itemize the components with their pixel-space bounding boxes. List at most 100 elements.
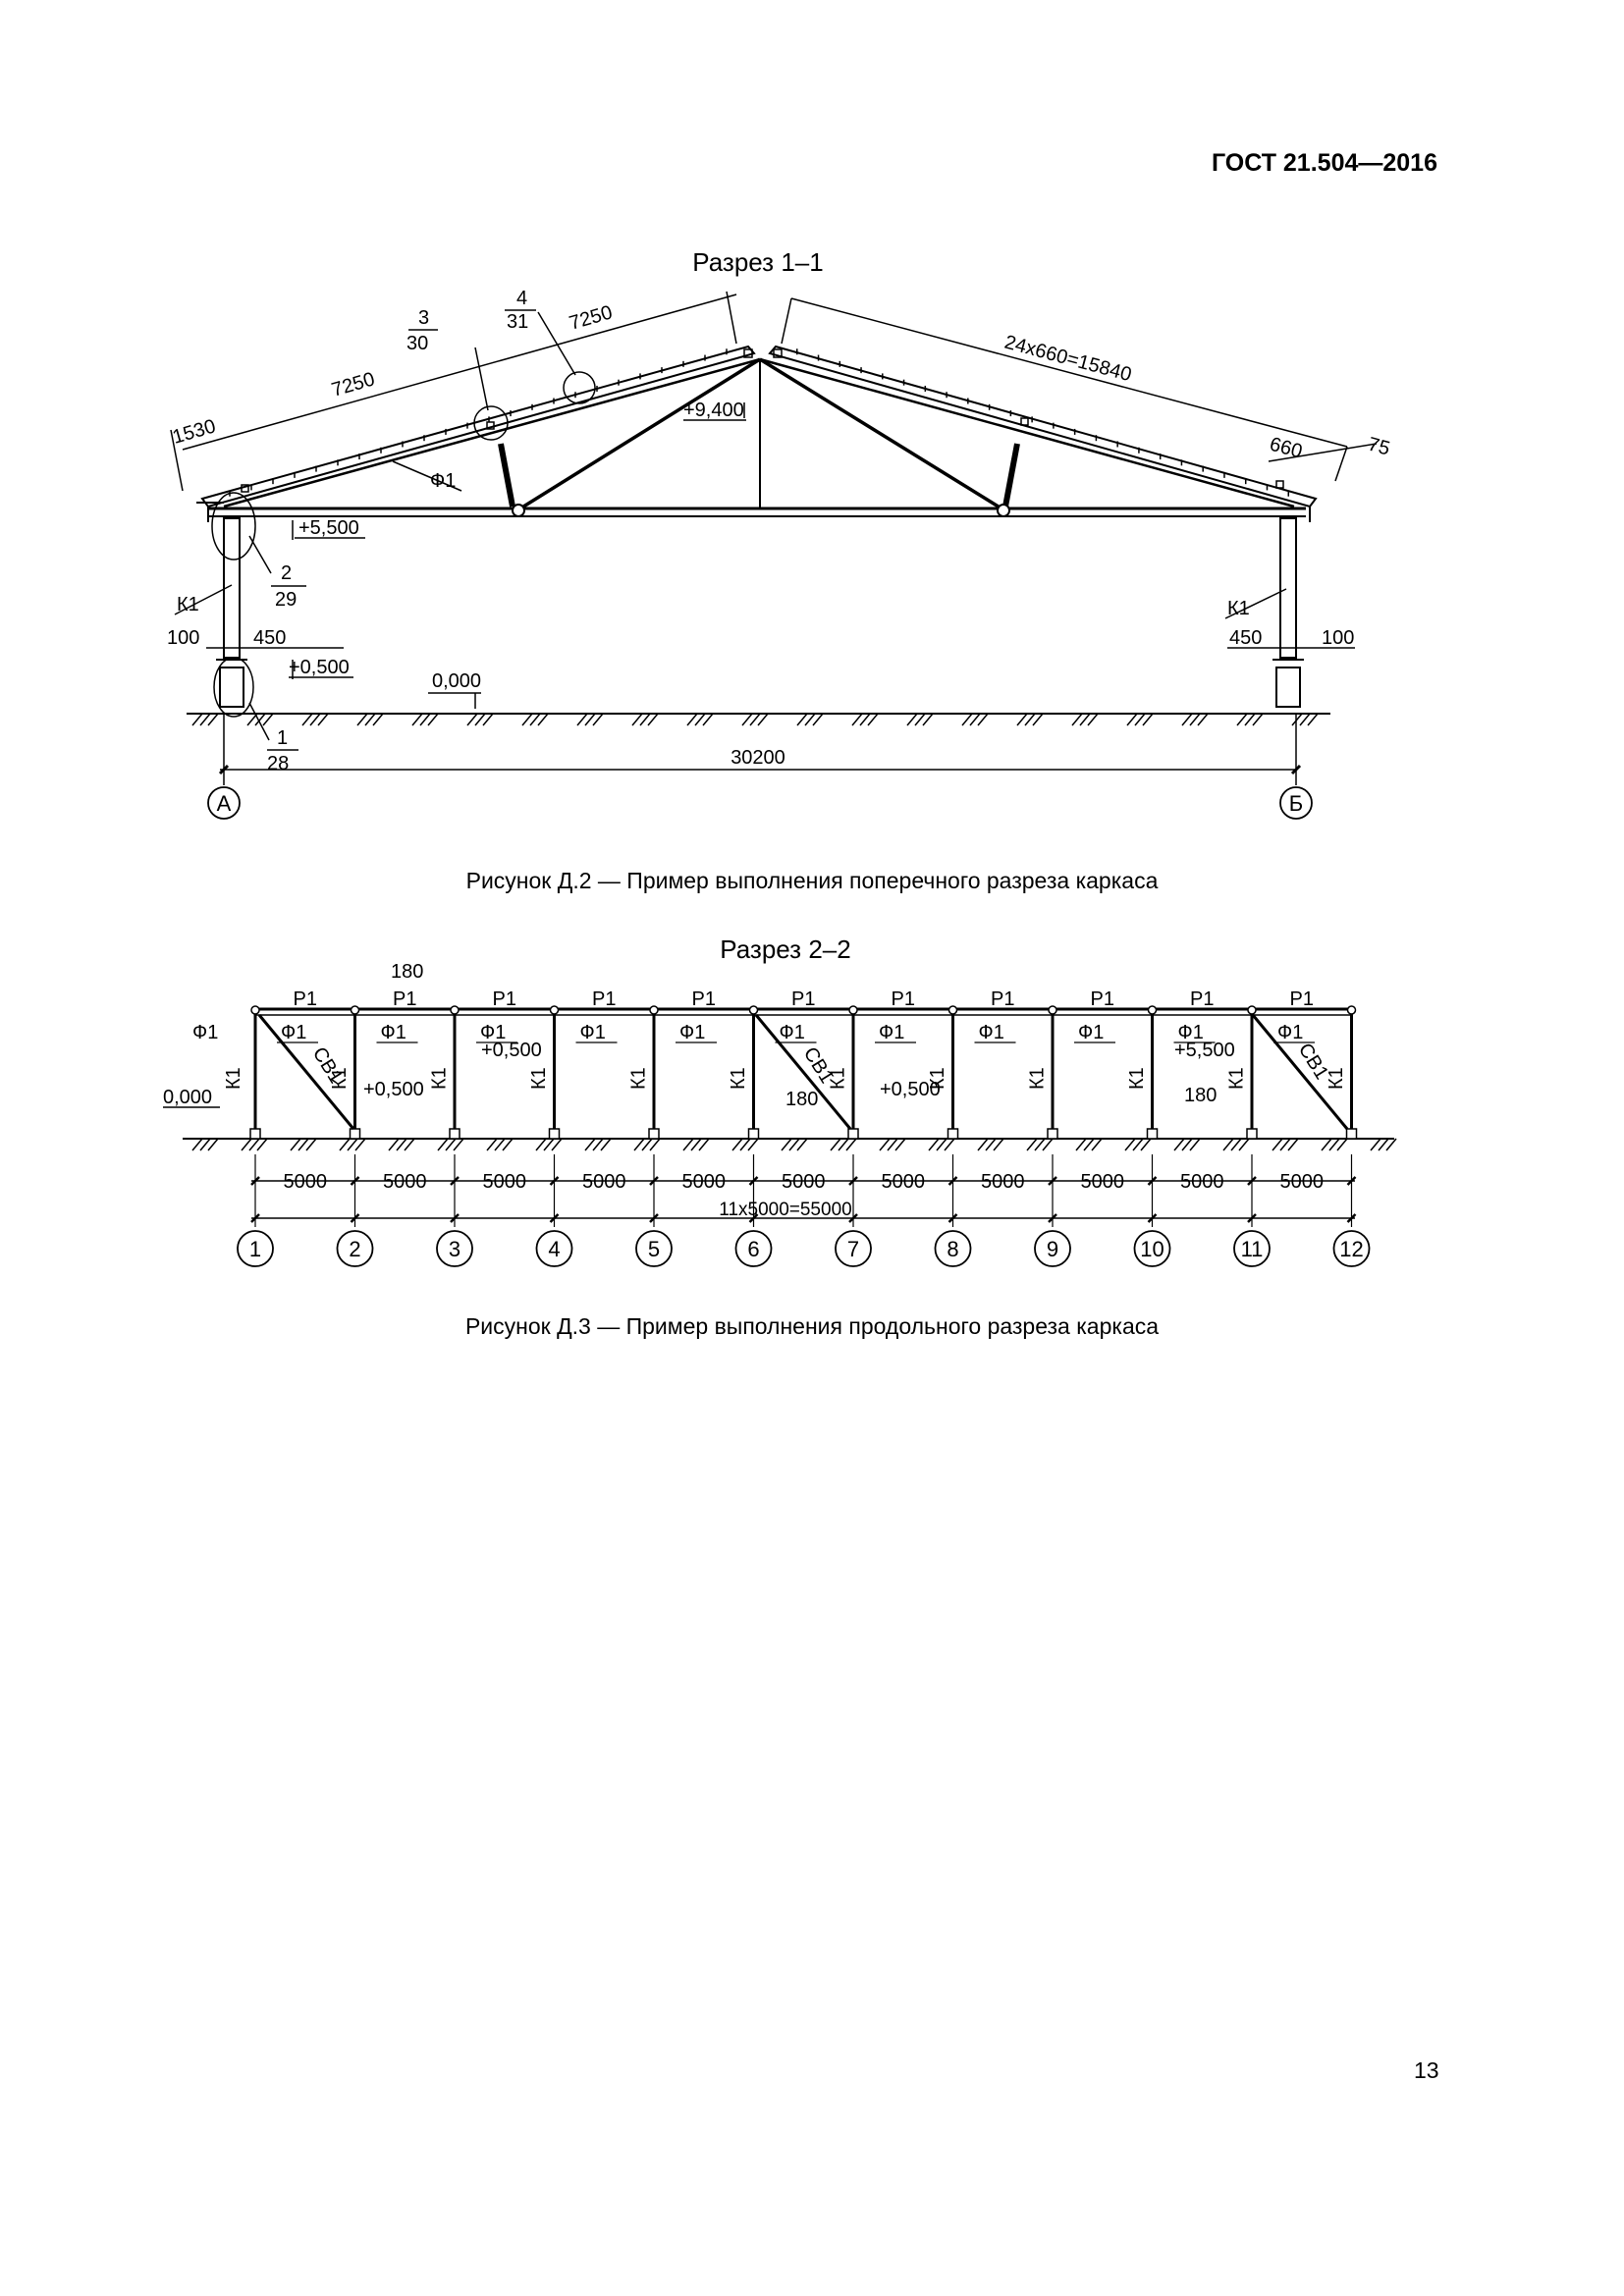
truss-node xyxy=(1048,1005,1057,1015)
truss-label: Ф1 xyxy=(780,1022,805,1043)
purlin-label: Р1 xyxy=(294,988,317,1010)
callout-28: 28 xyxy=(267,753,289,774)
column-base xyxy=(747,1128,760,1140)
callout-29: 29 xyxy=(275,589,297,611)
span-dimension: 5000 xyxy=(483,1171,527,1193)
level-ridge: +9,400 xyxy=(683,400,744,421)
axis-marker-b: Б xyxy=(1279,786,1313,820)
truss-label: Ф1 xyxy=(381,1022,406,1043)
level-eave: +5,500 xyxy=(298,517,359,539)
purlin-label: Р1 xyxy=(892,988,915,1010)
level-eave-2a: +0,500 xyxy=(481,1040,542,1061)
dim-660: 660 xyxy=(1268,434,1305,463)
truss-label-left: Ф1 xyxy=(192,1022,218,1043)
axis-circle xyxy=(734,1230,773,1267)
purlin-label: Р1 xyxy=(1190,988,1214,1010)
axis-label: 1 xyxy=(249,1237,261,1261)
truss-node xyxy=(1147,1005,1158,1015)
figure-d2-caption: Рисунок Д.2 — Пример выполнения поперечн… xyxy=(465,868,1159,893)
axis-circle xyxy=(934,1230,972,1267)
column-base xyxy=(1146,1128,1159,1140)
column-label-left: К1 xyxy=(223,1067,244,1090)
dim-75: 75 xyxy=(1366,434,1392,460)
svg-text:А: А xyxy=(217,791,232,816)
dimension-lines xyxy=(170,291,1378,785)
span-dimension: 5000 xyxy=(383,1171,427,1193)
truss-label: Ф1 xyxy=(879,1022,904,1043)
axis-label: 12 xyxy=(1339,1237,1363,1261)
page-number: 13 xyxy=(1414,2057,1439,2083)
dim-30200: 30200 xyxy=(731,747,785,769)
span-dimension: 5000 xyxy=(782,1171,826,1193)
column-base xyxy=(449,1128,460,1140)
truss-node xyxy=(1346,1005,1357,1015)
purlin-label: Р1 xyxy=(493,988,516,1010)
purlin-label: Р1 xyxy=(1091,988,1114,1010)
span-dimension: 5000 xyxy=(1180,1171,1224,1193)
axis-label: 9 xyxy=(1047,1237,1058,1261)
axis-label: 10 xyxy=(1140,1237,1164,1261)
truss-node xyxy=(549,1005,560,1015)
axis-circle xyxy=(635,1230,673,1267)
axis-marker-a: А xyxy=(207,786,241,820)
column-base xyxy=(1345,1128,1358,1140)
axis-circle xyxy=(1233,1230,1271,1267)
level-base-2b: +0,500 xyxy=(880,1079,941,1100)
truss-label: Ф1 xyxy=(1178,1022,1204,1043)
level-ground-2: 0,000 xyxy=(163,1087,212,1108)
level-eave-2b: +5,500 xyxy=(1174,1040,1235,1061)
column-label: К1 xyxy=(1027,1067,1049,1090)
truss-node xyxy=(450,1005,460,1015)
purlin-label: Р1 xyxy=(592,988,616,1010)
vertical-braces xyxy=(257,1014,1349,1130)
truss-label-f1: Ф1 xyxy=(430,470,456,492)
dim-100-left: 100 xyxy=(167,627,199,649)
level-base: +0,500 xyxy=(289,657,350,678)
axis-label: 11 xyxy=(1241,1237,1264,1261)
longitudinal-section-drawing: Разрез 2–2 Р1Ф1К1Р1Ф1К1Р1Ф1К1Р1Ф1К1Р1Ф1К… xyxy=(163,934,1397,1267)
span-dimension: 5000 xyxy=(882,1171,926,1193)
purlin-marks xyxy=(229,348,1289,497)
level-ground: 0,000 xyxy=(432,670,481,692)
section1-title: Разрез 1–1 xyxy=(692,247,823,277)
axis-circle xyxy=(436,1230,473,1267)
truss-node xyxy=(1247,1005,1257,1015)
column-label: К1 xyxy=(329,1067,351,1090)
purlin-label: Р1 xyxy=(393,988,416,1010)
figure-d3-caption: Рисунок Д.3 — Пример выполнения продольн… xyxy=(464,1313,1160,1339)
axis-label: 8 xyxy=(947,1237,958,1261)
span-dimension: 5000 xyxy=(682,1171,727,1193)
callout-30: 30 xyxy=(406,333,428,354)
top-chord xyxy=(255,1007,1351,1016)
truss-node xyxy=(350,1005,360,1015)
axis-circle xyxy=(835,1230,872,1267)
ground-hatching xyxy=(191,713,1319,726)
truss-label: Ф1 xyxy=(281,1022,306,1043)
dim-450-left: 450 xyxy=(253,627,286,649)
column-left xyxy=(216,517,247,708)
total-length: 11x5000=55000 xyxy=(719,1200,851,1220)
column-label: К1 xyxy=(1126,1067,1148,1090)
truss-label: Ф1 xyxy=(979,1022,1004,1043)
axis-label: 4 xyxy=(548,1237,560,1261)
column-base xyxy=(648,1128,660,1140)
column-label: К1 xyxy=(528,1067,550,1090)
span-dimension: 5000 xyxy=(981,1171,1025,1193)
column-label: К1 xyxy=(927,1067,948,1090)
span-dimension: 5000 xyxy=(582,1171,626,1193)
axis-label: 6 xyxy=(747,1237,759,1261)
column-label: К1 xyxy=(1326,1067,1347,1090)
axis-label: 7 xyxy=(847,1237,859,1261)
callout-2-top: 2 xyxy=(281,562,292,584)
axis-circle xyxy=(1034,1230,1071,1267)
roof-truss xyxy=(208,348,1306,517)
column-label: К1 xyxy=(429,1067,451,1090)
column-base xyxy=(349,1128,361,1140)
truss-node xyxy=(748,1005,759,1015)
column-base xyxy=(249,1128,261,1140)
callout-4-top: 4 xyxy=(516,288,527,309)
truss-node xyxy=(250,1005,260,1015)
document-code: ГОСТ 21.504—2016 xyxy=(1211,149,1437,177)
